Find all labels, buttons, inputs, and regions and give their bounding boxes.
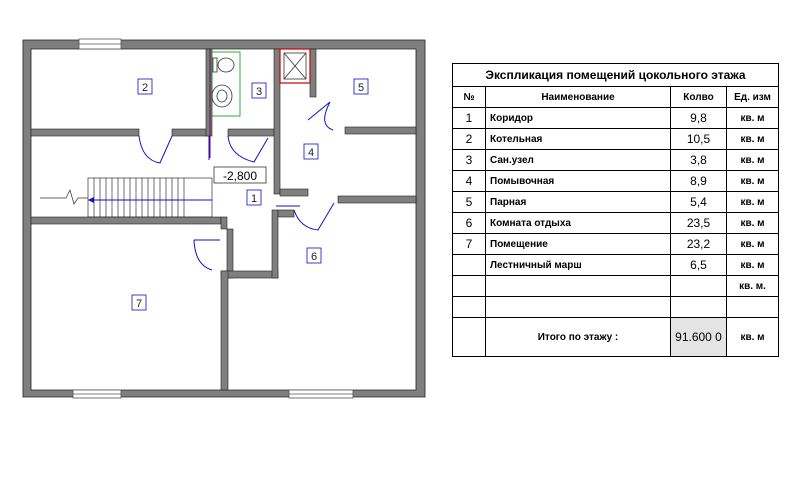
table-row: 1 Коридор 9,8 кв. м [452, 107, 780, 129]
row-unit: кв. м [725, 170, 780, 192]
room-label-box [306, 247, 322, 264]
header-qty: Колво [670, 86, 727, 108]
room-label-2: 2 [142, 82, 148, 94]
row-num: 7 [452, 233, 486, 255]
interior-walls [30, 48, 417, 391]
room-label-box [303, 143, 319, 160]
room-label-box [353, 78, 369, 95]
row-unit: кв. м [725, 149, 780, 171]
total-num [452, 317, 486, 357]
row-qty: 23,5 [670, 212, 727, 234]
table-row [452, 296, 780, 318]
row-name: Помывочная [485, 170, 671, 192]
row-num: 5 [452, 191, 486, 213]
table-row: 3 Сан.узел 3,8 кв. м [452, 149, 780, 171]
row-num: 4 [452, 170, 486, 192]
room-label-5: 5 [358, 82, 364, 94]
row-unit: кв. м [725, 212, 780, 234]
table-row: 7 Помещение 23,2 кв. м [452, 233, 780, 255]
row-qty [670, 275, 727, 297]
windows [72, 38, 354, 399]
row-unit: кв. м. [725, 275, 780, 297]
room-label-box [246, 189, 262, 206]
row-name: Коридор [485, 107, 671, 129]
total-label: Итого по этажу : [485, 317, 671, 357]
row-num: 1 [452, 107, 486, 129]
elevation-mark-box [213, 166, 267, 184]
floor-plan: -2,800 1 2 3 4 5 6 7 [22, 38, 426, 399]
header-unit: Ед. изм [725, 86, 780, 108]
row-name: Комната отдыха [485, 212, 671, 234]
row-qty: 6,5 [670, 254, 727, 276]
room-schedule-table: Экспликация помещений цокольного этажа №… [451, 63, 780, 357]
row-unit: кв. м [725, 107, 780, 129]
row-qty: 23,2 [670, 233, 727, 255]
row-name [485, 296, 671, 318]
row-unit: кв. м [725, 128, 780, 150]
row-qty: 5,4 [670, 191, 727, 213]
row-qty: 8,9 [670, 170, 727, 192]
header-name: Наименование [485, 86, 671, 108]
table-row: Лестничный марш 6,5 кв. м [452, 254, 780, 276]
row-unit: кв. м [725, 191, 780, 213]
row-num [452, 275, 486, 297]
room-label-6: 6 [311, 251, 317, 263]
door-swings [138, 101, 335, 271]
room-label-box [251, 82, 267, 99]
row-num: 2 [452, 128, 486, 150]
row-name [485, 275, 671, 297]
room-label-box [131, 294, 147, 311]
row-qty: 9,8 [670, 107, 727, 129]
table-row: 2 Котельная 10,5 кв. м [452, 128, 780, 150]
ventilation-shaft [279, 48, 311, 84]
room-label-4: 4 [308, 147, 314, 159]
total-value: 91.600 0 [670, 317, 727, 357]
row-qty: 10,5 [670, 128, 727, 150]
room-label-3: 3 [256, 86, 262, 98]
row-num: 6 [452, 212, 486, 234]
room-labels: 1 2 3 4 5 6 7 [131, 78, 369, 311]
room-label-7: 7 [136, 298, 142, 310]
table-row: 5 Парная 5,4 кв. м [452, 191, 780, 213]
row-name: Сан.узел [485, 149, 671, 171]
stair-arrow-head [88, 197, 94, 203]
row-unit [725, 296, 780, 318]
table-title: Экспликация помещений цокольного этажа [451, 63, 780, 87]
table-row: 6 Комната отдыха 23,5 кв. м [452, 212, 780, 234]
row-num: 3 [452, 149, 486, 171]
room-label-1: 1 [251, 193, 257, 205]
row-name: Помещение [485, 233, 671, 255]
row-qty [670, 296, 727, 318]
row-name: Парная [485, 191, 671, 213]
row-num [452, 296, 486, 318]
table-row: кв. м. [452, 275, 780, 297]
row-unit: кв. м [725, 254, 780, 276]
row-qty: 3,8 [670, 149, 727, 171]
row-name: Котельная [485, 128, 671, 150]
row-name: Лестничный марш [485, 254, 671, 276]
table-row: 4 Помывочная 8,9 кв. м [452, 170, 780, 192]
staircase [40, 177, 213, 218]
total-row: Итого по этажу : 91.600 0 кв. м [452, 317, 780, 357]
row-unit: кв. м [725, 233, 780, 255]
total-unit: кв. м [725, 317, 780, 357]
bathroom-fixtures [211, 51, 241, 117]
elevation-mark: -2,800 [223, 169, 257, 183]
room-label-box [137, 78, 153, 95]
row-num [452, 254, 486, 276]
header-num: № [452, 86, 486, 108]
